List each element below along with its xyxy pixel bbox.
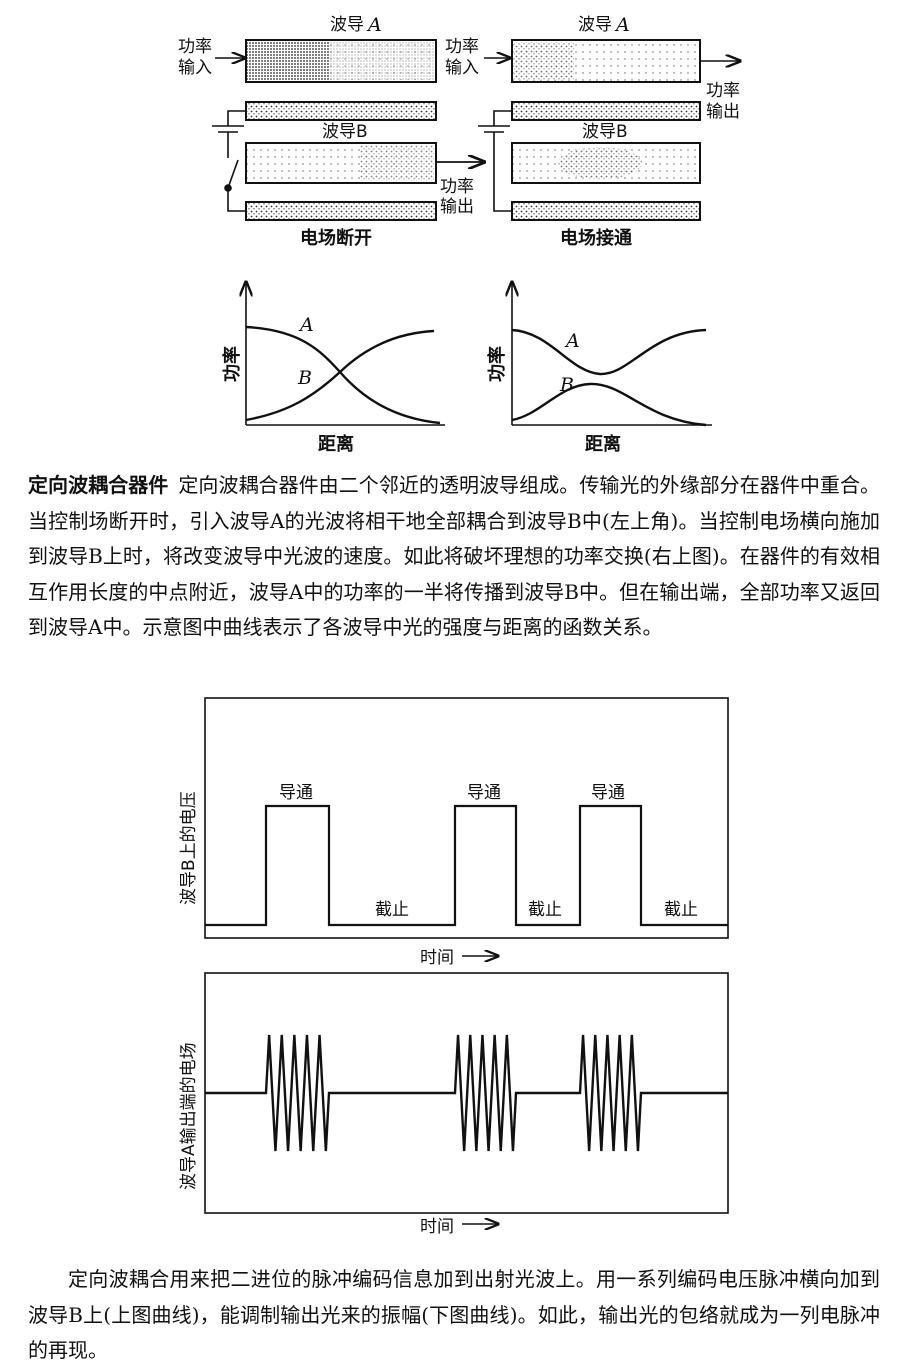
graph-left: A B 功率 距离 bbox=[221, 282, 445, 455]
right-electrode-bottom bbox=[511, 201, 701, 221]
left-output-label-1: 功率 bbox=[440, 177, 474, 197]
right-waveguide-a-label: 波导 bbox=[578, 15, 612, 35]
graph-left-label-b: B bbox=[297, 367, 312, 389]
graph-right-label-b: B bbox=[559, 374, 574, 396]
left-electrode-bottom bbox=[245, 201, 437, 221]
off-label-1: 截止 bbox=[375, 900, 409, 920]
right-waveguide-a-letter: A bbox=[614, 14, 630, 36]
paragraph-2: 定向波耦合用来把二进位的脉冲编码信息加到出射光波上。用一系列编码电压脉冲横向加到… bbox=[28, 1262, 880, 1369]
left-input-label-2: 输入 bbox=[178, 58, 212, 78]
voltage-chart-frame bbox=[204, 697, 729, 939]
field-chart: 波导A输出端的电场 时间 bbox=[179, 972, 729, 1237]
graph-right-ylabel: 功率 bbox=[486, 346, 508, 382]
right-caption: 电场接通 bbox=[560, 227, 632, 249]
voltage-chart: 导通 导通 导通 截止 截止 截止 波导B上的电压 时间 bbox=[179, 697, 729, 968]
voltage-chart-ylabel: 波导B上的电压 bbox=[179, 791, 199, 905]
graph-right: A B 功率 距离 bbox=[486, 282, 712, 455]
left-input-label-1: 功率 bbox=[178, 37, 212, 57]
left-waveguide-a-label: 波导 bbox=[330, 15, 364, 35]
on-label-3: 导通 bbox=[591, 783, 625, 803]
left-output-label-2: 输出 bbox=[440, 197, 474, 217]
graph-right-curve-b bbox=[511, 382, 707, 427]
left-waveguide-b-label: 波导B bbox=[322, 122, 368, 142]
graph-right-label-a: A bbox=[564, 330, 580, 352]
graph-right-curve-a bbox=[511, 328, 707, 376]
right-output-label-2: 输出 bbox=[706, 102, 740, 122]
right-output-label-1: 功率 bbox=[706, 81, 740, 101]
field-chart-ylabel: 波导A输出端的电场 bbox=[179, 1042, 199, 1190]
graph-left-curve-b bbox=[245, 329, 435, 422]
left-waveguide-a-letter: A bbox=[366, 14, 382, 36]
right-input-label-1: 功率 bbox=[445, 37, 479, 57]
graph-left-ylabel: 功率 bbox=[221, 346, 243, 382]
off-label-3: 截止 bbox=[664, 900, 698, 920]
paragraph-1: 定向波耦合器件定向波耦合器件由二个邻近的透明波导组成。传输光的外缘部分在器件中重… bbox=[28, 468, 880, 646]
right-coupler-diagram: 波导 A 功率 输入 功率 输出 波导B 电场接通 bbox=[445, 14, 740, 249]
right-electrode-top bbox=[511, 101, 701, 121]
left-circuit-open-switch bbox=[212, 110, 246, 212]
right-waveguide-b-label: 波导B bbox=[582, 122, 628, 142]
on-label-1: 导通 bbox=[279, 783, 313, 803]
right-circuit-closed bbox=[478, 110, 512, 212]
right-input-label-2: 输入 bbox=[445, 58, 479, 78]
graph-left-xlabel: 距离 bbox=[318, 433, 354, 455]
voltage-chart-xlabel: 时间 bbox=[420, 948, 454, 968]
left-coupler-diagram: 波导 A 功率 输入 波导B 功率 输出 电场断开 bbox=[178, 14, 484, 249]
paragraph-1-text: 定向波耦合器件由二个邻近的透明波导组成。传输光的外缘部分在器件中重合。当控制场断… bbox=[28, 473, 881, 639]
paragraph-2-text: 定向波耦合用来把二进位的脉冲编码信息加到出射光波上。用一系列编码电压脉冲横向加到… bbox=[28, 1267, 880, 1362]
paragraph-1-title: 定向波耦合器件 bbox=[28, 473, 169, 497]
graph-left-label-a: A bbox=[298, 314, 314, 336]
left-electrode-top bbox=[245, 101, 437, 121]
field-output-waveform bbox=[205, 1034, 728, 1152]
graph-right-xlabel: 距离 bbox=[585, 433, 621, 455]
field-chart-xlabel: 时间 bbox=[420, 1217, 454, 1237]
graph-left-curve-a bbox=[245, 325, 441, 425]
on-label-2: 导通 bbox=[467, 783, 501, 803]
left-caption: 电场断开 bbox=[300, 227, 372, 249]
voltage-pulse-train bbox=[205, 804, 728, 927]
off-label-2: 截止 bbox=[528, 900, 562, 920]
